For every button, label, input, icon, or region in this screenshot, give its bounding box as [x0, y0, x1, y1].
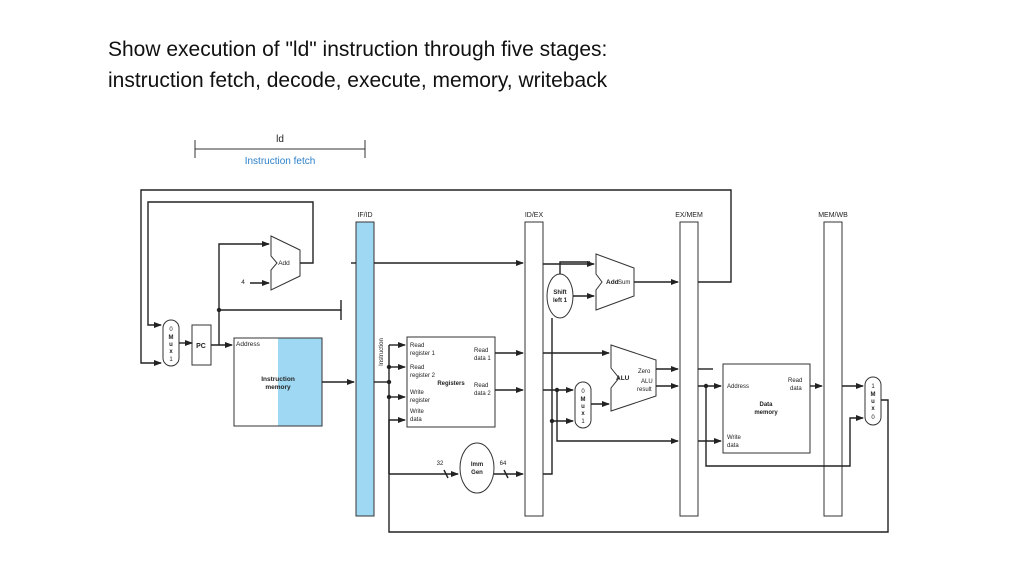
pipeline-register-mem-wb: MEM/WB	[818, 212, 848, 517]
ex-mem-label: EX/MEM	[675, 212, 703, 219]
data-memory-read-l2: data	[790, 386, 802, 392]
data-memory-address: Address	[727, 384, 749, 390]
write-register-l1: Write	[410, 390, 425, 396]
alu-result-l1: ALU	[641, 379, 653, 385]
branch-adder: Add Sum	[595, 253, 635, 311]
wb-mux-u: u	[871, 399, 875, 405]
pipeline-register-ex-mem: EX/MEM	[675, 212, 703, 517]
pipeline-register-if-id: IF/ID	[355, 212, 375, 517]
data-memory: Address Read data Data memory Write data	[722, 363, 811, 454]
alu-label: ALU	[616, 375, 630, 382]
instruction-memory-line1: Instruction	[261, 376, 295, 383]
instruction-memory: Address Instruction memory	[233, 337, 323, 427]
pc-increment-constant: 4	[241, 279, 245, 286]
wb-mux-m: M	[871, 392, 876, 398]
alu: ALU Zero ALU result	[610, 344, 657, 412]
write-data-l2: data	[410, 417, 422, 423]
branch-adder-sum: Sum	[618, 280, 630, 286]
data-memory-title-l2: memory	[754, 410, 778, 416]
read-data-2-l2: data 2	[474, 391, 491, 397]
shift-left-unit: Shift left 1	[546, 273, 574, 319]
read-data-2-l1: Read	[474, 383, 488, 389]
alu-mux-m: M	[581, 397, 586, 403]
imm-gen-line1: Imm	[471, 462, 483, 468]
data-memory-write-l1: Write	[727, 435, 742, 441]
id-ex-label: ID/EX	[525, 212, 544, 219]
immediate-generator: Imm Gen 32 64	[437, 442, 507, 494]
pc-label: PC	[196, 343, 206, 350]
data-memory-write-l2: data	[727, 443, 739, 449]
title-line-2: instruction fetch, decode, execute, memo…	[108, 69, 608, 92]
title-line-1: Show execution of "ld" instruction throu…	[108, 38, 608, 61]
wb-mux-0: 0	[871, 415, 875, 421]
program-counter: PC	[191, 324, 212, 366]
alu-mux-x: x	[581, 411, 585, 417]
read-data-1-l2: data 1	[474, 356, 491, 362]
alu-zero: Zero	[638, 369, 651, 375]
shift-line1: Shift	[553, 290, 566, 296]
imm-gen-in-width: 32	[437, 461, 444, 467]
read-register-2-l1: Read	[410, 365, 424, 371]
if-id-label: IF/ID	[357, 212, 372, 219]
instruction-memory-line2: memory	[265, 384, 291, 391]
alu-result-l2: result	[637, 387, 652, 393]
read-data-1-l1: Read	[474, 348, 488, 354]
register-file: Read register 1 Read register 2 Write re…	[406, 336, 496, 428]
writeback-mux: 1 M u x 0	[864, 376, 882, 426]
read-register-2-l2: register 2	[410, 373, 436, 379]
stage-instruction-label: ld	[276, 134, 284, 145]
data-memory-title-l1: Data	[759, 402, 773, 408]
stage-bracket: ld Instruction fetch	[194, 134, 366, 167]
pc-mux-x: x	[169, 349, 173, 355]
slide-title: Show execution of "ld" instruction throu…	[108, 34, 988, 96]
alu-mux: 0 M u x 1	[574, 381, 592, 429]
mem-wb-label: MEM/WB	[818, 212, 848, 219]
pc-mux-1: 1	[169, 357, 173, 363]
pc-mux-m: M	[169, 335, 174, 341]
alu-mux-1: 1	[581, 419, 585, 425]
wb-mux-x: x	[871, 406, 875, 412]
shift-line2: left 1	[553, 298, 568, 304]
imm-gen-line2: Gen	[471, 470, 483, 476]
instruction-memory-address: Address	[236, 341, 261, 348]
alu-mux-0: 0	[581, 389, 585, 395]
write-register-l2: register	[410, 398, 430, 404]
branch-adder-label: Add	[606, 279, 619, 286]
pc-adder: Add	[270, 235, 301, 291]
write-data-l1: Write	[410, 409, 425, 415]
imm-gen-out-width: 64	[500, 461, 507, 467]
pc-mux: 0 M u x 1	[162, 319, 180, 367]
pipeline-register-id-ex: ID/EX	[524, 212, 544, 517]
datapath-wires	[140, 189, 889, 533]
wb-mux-1: 1	[871, 384, 875, 390]
pc-adder-label: Add	[278, 260, 290, 267]
alu-mux-u: u	[581, 404, 585, 410]
data-memory-read-l1: Read	[788, 378, 802, 384]
read-register-1-l2: register 1	[410, 351, 436, 357]
pc-mux-u: u	[169, 342, 173, 348]
instruction-bus-label: Instruction	[379, 338, 385, 366]
stage-name-label: Instruction fetch	[245, 156, 316, 167]
registers-title: Registers	[437, 381, 465, 387]
pc-mux-0: 0	[169, 327, 173, 333]
read-register-1-l1: Read	[410, 343, 424, 349]
